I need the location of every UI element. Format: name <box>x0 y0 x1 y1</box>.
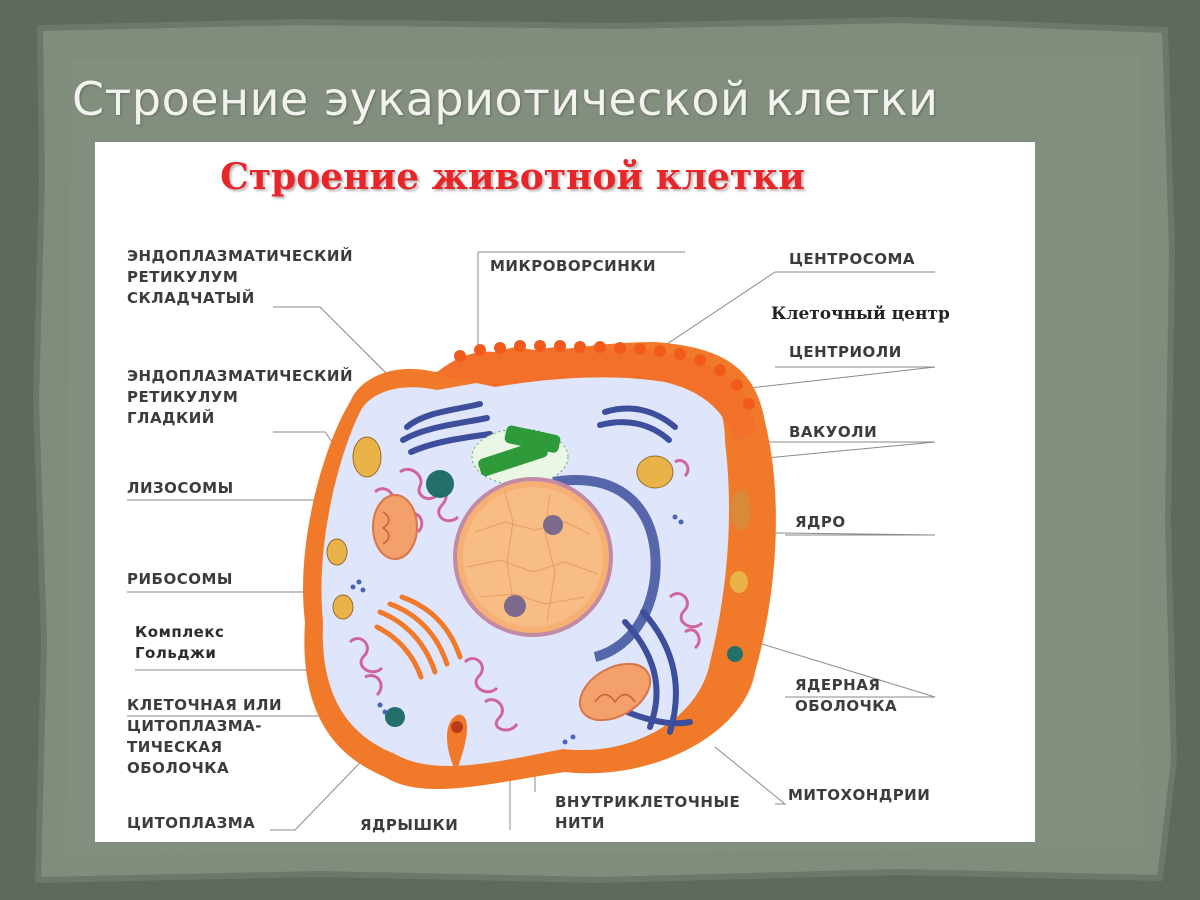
golgi-apparatus <box>374 594 463 680</box>
microvilli-fringe <box>435 347 757 442</box>
microvilli-tips <box>454 340 755 410</box>
ribosome-dots <box>350 514 684 745</box>
nucleolus-2 <box>504 595 526 617</box>
label-ribosomes: РИБОСОМЫ <box>127 570 233 588</box>
vacuoles-small <box>326 436 751 727</box>
label-cytoplasm: ЦИТОПЛАЗМА <box>127 814 256 832</box>
figure-title: Строение животной клетки <box>220 156 805 198</box>
er-nuclear-arc <box>552 475 661 662</box>
nucleus <box>453 477 613 637</box>
er-rough-stacks <box>400 401 693 735</box>
label-nucleoli: ЯДРЫШКИ <box>360 816 459 834</box>
label-golgi: Комплекс Гольджи <box>135 623 225 662</box>
cell-body <box>303 340 776 790</box>
cell-illustration <box>127 251 936 831</box>
label-mitochondria: МИТОХОНДРИИ <box>788 786 931 804</box>
leader-mitochondria <box>714 746 787 805</box>
nucleolus-1 <box>543 515 563 535</box>
leader-cytoplasm <box>270 741 381 831</box>
label-lysosomes: ЛИЗОСОМЫ <box>127 479 234 497</box>
label-nucleus: ЯДРО <box>795 513 846 531</box>
diagram-figure: Строение животной клетки <box>95 142 1035 842</box>
leader-centrioles <box>714 366 936 393</box>
centriole-complex <box>471 425 569 486</box>
label-filaments: ВНУТРИКЛЕТОЧНЫЕ НИТИ <box>555 793 741 832</box>
label-cell-center: Клеточный центр <box>771 304 950 324</box>
label-microvilli: МИКРОВОРСИНКИ <box>490 257 657 275</box>
label-er-smooth: ЭНДОПЛАЗМАТИЧЕСКИЙ РЕТИКУЛУМ ГЛАДКИЙ <box>127 367 354 427</box>
label-vacuoles: ВАКУОЛИ <box>789 423 878 441</box>
label-centrioles: ЦЕНТРИОЛИ <box>789 343 902 361</box>
mitochondria <box>372 494 652 722</box>
label-er-rough: ЭНДОПЛАЗМАТИЧЕСКИЙ РЕТИКУЛУМ СКЛАДЧАТЫЙ <box>127 247 354 307</box>
label-centrosome: ЦЕНТРОСОМА <box>789 250 915 268</box>
slide-title: Строение эукариотической клетки <box>72 72 939 126</box>
label-nuclear-envelope: ЯДЕРНАЯ ОБОЛОЧКА <box>795 676 898 715</box>
label-membrane: КЛЕТОЧНАЯ ИЛИ ЦИТОПЛАЗМА- ТИЧЕСКАЯ ОБОЛО… <box>127 696 283 777</box>
